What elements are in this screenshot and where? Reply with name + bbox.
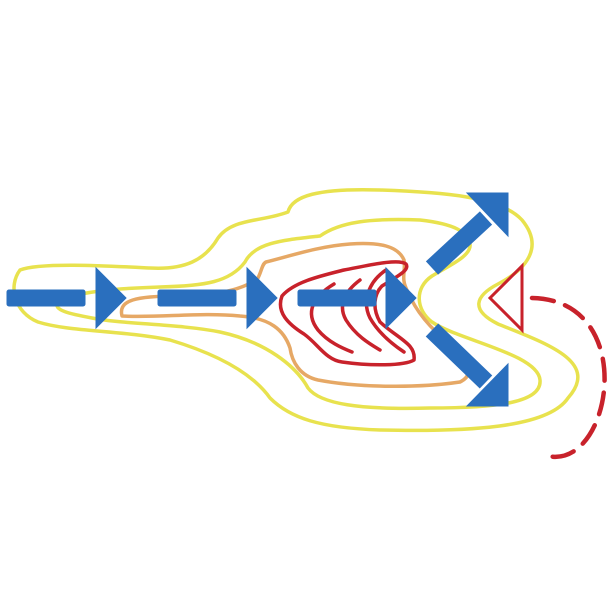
flow-arrow-3 — [297, 266, 417, 330]
middle-contour — [119, 241, 471, 388]
flow-arrow-2-shaft — [157, 289, 237, 307]
triangle-marker — [487, 262, 524, 334]
flow-arrow-1-shaft — [6, 289, 86, 307]
flow-arrow-4-head — [465, 192, 509, 238]
flow-arrow-3-shaft — [297, 289, 377, 307]
flow-arrow-5-shaft — [425, 323, 493, 389]
flow-arrow-3-head — [385, 266, 417, 330]
flow-arrow-4 — [425, 192, 509, 275]
outer-contour-inner — [55, 217, 542, 411]
flow-arrow-2 — [157, 266, 278, 330]
flow-arrow-5-head — [465, 362, 509, 407]
inner-lobe-3 — [364, 268, 406, 354]
flow-arrow-4-shaft — [425, 211, 493, 275]
inner-contour — [278, 260, 416, 367]
flow-arrow-2-head — [246, 266, 278, 330]
flow-arrow-1 — [6, 266, 127, 330]
outer-contour — [12, 187, 580, 433]
flow-arrow-5 — [425, 323, 509, 407]
flow-arrow-1-head — [95, 266, 127, 330]
return-path-dashed — [529, 295, 607, 459]
